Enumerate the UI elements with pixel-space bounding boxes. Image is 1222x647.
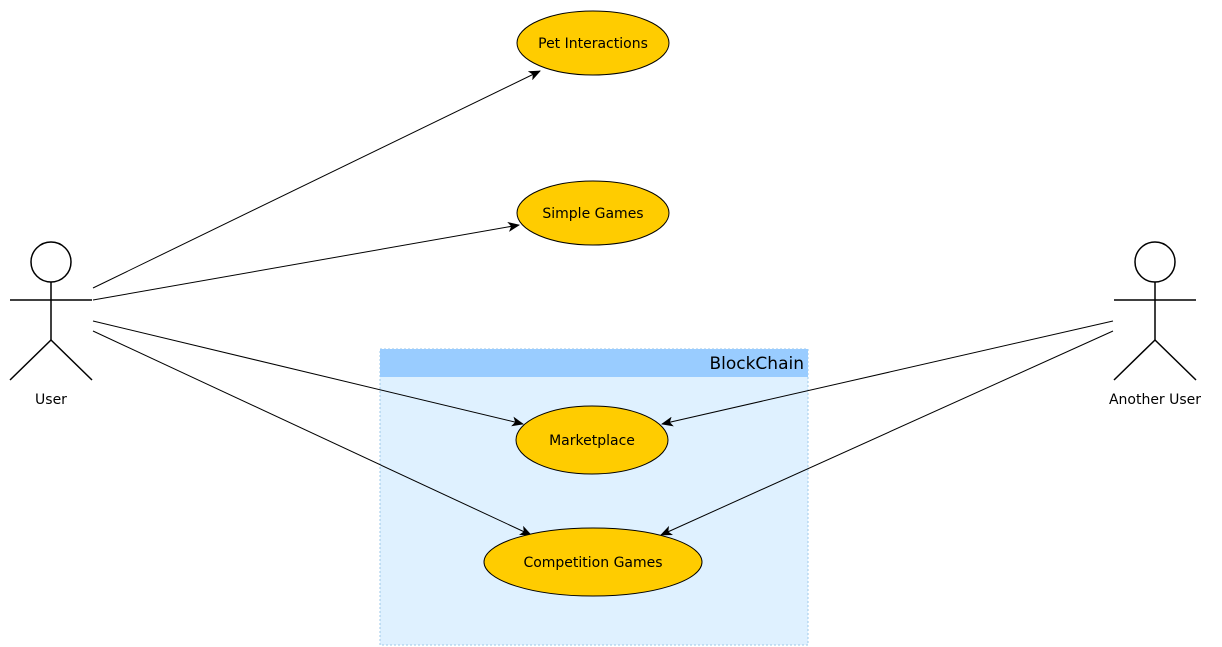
association-another-user-marketplace <box>661 320 1114 427</box>
actor-label: Another User <box>1109 392 1201 408</box>
actor-right-leg <box>1154 339 1197 381</box>
actor-another-user: Another User <box>1109 241 1201 408</box>
boundary-body <box>379 348 809 646</box>
usecase-label: Simple Games <box>542 206 643 222</box>
actor-right-leg <box>50 339 93 381</box>
association-another-user-competition-games <box>660 330 1114 536</box>
system-boundary-blockchain: BlockChain <box>379 348 809 646</box>
usecase-pet-interactions: Pet Interactions <box>516 10 670 76</box>
association-user-marketplace <box>92 320 524 427</box>
actor-head <box>1134 241 1176 283</box>
boundary-header <box>380 349 808 377</box>
usecase-label: Marketplace <box>549 433 635 449</box>
usecase-competition-games: Competition Games <box>483 527 703 597</box>
associations <box>92 70 1114 536</box>
usecase-label: Pet Interactions <box>538 36 648 52</box>
usecase-simple-games: Simple Games <box>516 180 670 246</box>
actor-label: User <box>35 392 67 408</box>
actor-head <box>30 241 72 283</box>
usecase-ellipse <box>516 10 670 76</box>
usecase-ellipse <box>515 405 669 475</box>
actor-left-leg <box>9 339 52 381</box>
boundary-title: BlockChain <box>709 354 804 374</box>
actor-user: User <box>9 241 93 408</box>
actor-left-leg <box>1113 339 1156 381</box>
association-user-competition-games <box>92 330 532 536</box>
association-user-pet-interactions <box>92 70 541 289</box>
usecase-ellipse <box>483 527 703 597</box>
association-user-simple-games <box>92 221 520 301</box>
usecase-ellipse <box>516 180 670 246</box>
usecase-label: Competition Games <box>523 555 662 571</box>
usecase-marketplace: Marketplace <box>515 405 669 475</box>
